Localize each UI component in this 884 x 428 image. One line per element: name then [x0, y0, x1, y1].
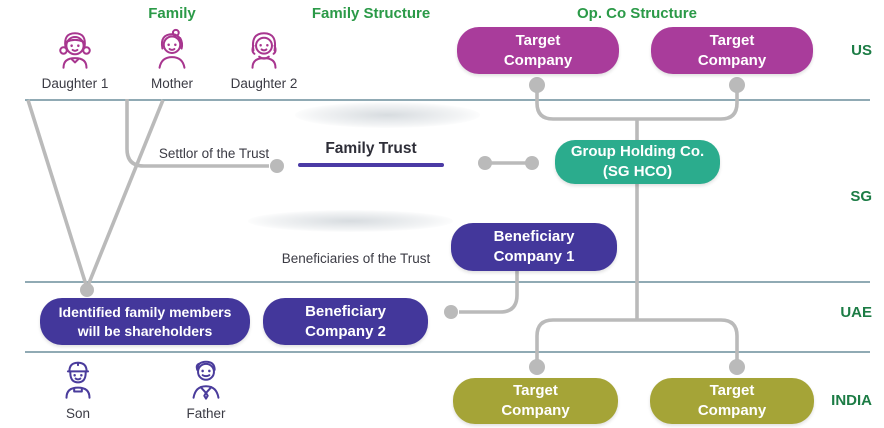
beneficiary-company-2-box: Beneficiary Company 2 — [263, 298, 428, 345]
family-member-mother: Mother — [127, 26, 217, 91]
jurisdiction-label-india: INDIA — [831, 392, 872, 409]
target-company-india-2-box: Target Company — [650, 378, 814, 424]
shadow-decoration — [248, 210, 453, 232]
box-label-line1: Beneficiary — [493, 228, 575, 245]
family-member-daughter-2: Daughter 2 — [219, 26, 309, 91]
jurisdiction-label-sg: SG — [850, 188, 872, 205]
shadow-decoration — [295, 102, 480, 128]
person-label: Daughter 1 — [41, 76, 109, 91]
target-company-india-1-box: Target Company — [453, 378, 618, 424]
person-label: Father — [186, 406, 226, 421]
person-label: Son — [65, 406, 91, 421]
man-mustache-icon — [192, 360, 220, 400]
box-label-line2: will be shareholders — [77, 322, 213, 339]
target-company-us-1-box: Target Company — [457, 27, 619, 74]
jurisdiction-label-uae: UAE — [840, 304, 872, 321]
beneficiary-company-1-box: Beneficiary Company 1 — [451, 223, 617, 271]
box-label-line1: Target — [709, 382, 755, 399]
woman-bun-icon — [158, 28, 186, 69]
opco-structure-column-header: Op. Co Structure — [576, 5, 697, 22]
box-label-line1: Target — [513, 382, 558, 399]
family-column-header: Family — [148, 5, 196, 22]
box-label-line2: (SG HCO) — [602, 163, 673, 180]
person-label: Daughter 2 — [230, 76, 298, 91]
family-trust-title: Family Trust — [325, 140, 417, 157]
box-label-line1: Identified family members — [58, 303, 232, 320]
girl-bob-hair-icon — [251, 32, 277, 69]
settlor-annotation: Settlor of the Trust — [158, 146, 270, 161]
box-label-line1: Beneficiary — [305, 302, 386, 320]
family-member-son: Son — [33, 356, 123, 421]
jurisdiction-label-us: US — [851, 42, 872, 59]
box-label-line2: Company 1 — [493, 248, 575, 265]
family-member-father: Father — [161, 356, 251, 421]
target-company-us-2-box: Target Company — [651, 27, 813, 74]
family-structure-column-header: Family Structure — [311, 5, 431, 22]
family-member-daughter-1: Daughter 1 — [30, 26, 120, 91]
box-label-line1: Target — [709, 31, 755, 49]
box-label-line2: Company — [503, 51, 573, 69]
girl-pigtails-icon — [59, 32, 91, 69]
gray-connectors — [26, 85, 739, 361]
box-label-line2: Company — [697, 402, 767, 419]
box-label-line2: Company — [501, 402, 570, 419]
identified-family-members-box: Identified family members will be shareh… — [40, 298, 250, 345]
group-holding-co-box: Group Holding Co. (SG HCO) — [555, 140, 720, 184]
box-label-line1: Target — [515, 31, 561, 49]
box-label-line2: Company — [697, 51, 767, 69]
beneficiaries-annotation: Beneficiaries of the Trust — [281, 251, 431, 266]
boy-cap-icon — [65, 361, 91, 399]
box-label-line1: Group Holding Co. — [570, 143, 705, 160]
jurisdiction-divider-lines — [25, 99, 870, 353]
connector-dots — [80, 77, 745, 375]
box-label-line2: Company 2 — [305, 322, 386, 340]
family-trust-underline — [298, 163, 444, 167]
person-label: Mother — [150, 76, 194, 91]
